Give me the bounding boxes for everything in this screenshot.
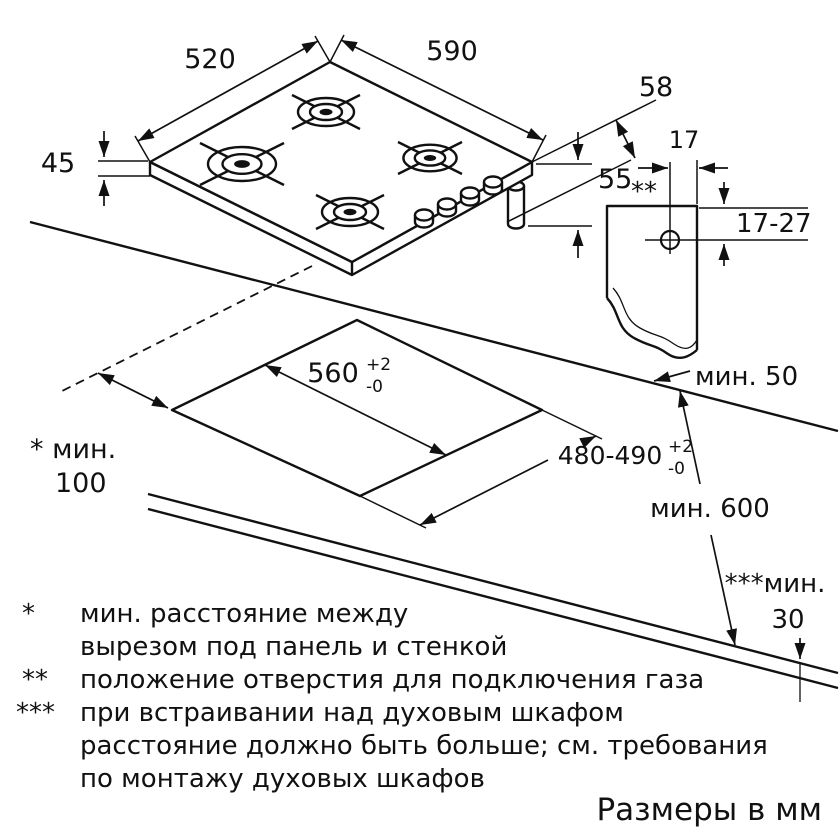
- gas-marker-label: **: [631, 177, 657, 207]
- dim-cutout-width: 560 +2 -0: [264, 355, 447, 456]
- dim-590-label: 590: [426, 36, 478, 67]
- footnote-text: положение отверстия для подключения газа: [80, 665, 704, 695]
- footnote-text: вырезом под панель и стенкой: [80, 632, 507, 662]
- dim-min600-label: мин. 600: [650, 494, 770, 524]
- hob: [148, 60, 534, 277]
- footnote-text: при встраивании над духовым шкафом: [80, 698, 624, 728]
- worktop-cutout: [170, 318, 544, 498]
- gas-bracket: **: [605, 177, 699, 360]
- worktop-thickness-edge: [147, 507, 839, 690]
- caption-dimensions-in-mm: Размеры в мм: [596, 792, 822, 828]
- dim-17-27: 17-27: [645, 182, 812, 266]
- cutout-width-tol-plus: +2: [366, 355, 391, 375]
- burner-cap: [343, 208, 357, 216]
- knob: [482, 175, 504, 189]
- knob: [413, 208, 435, 222]
- dim-45: 45: [41, 131, 150, 206]
- dim-min30: ***мин. 30: [725, 569, 826, 702]
- ext-line: [314, 35, 331, 63]
- footnote-text: по монтажу духовых шкафов: [80, 764, 485, 794]
- bracket-break-line: [606, 297, 698, 360]
- cutout-depth-label: 480-490: [558, 441, 662, 470]
- dim-line: [419, 459, 549, 526]
- burner-front: [315, 193, 385, 231]
- footnote-marker: ***: [16, 698, 55, 728]
- wall-reference-line: [59, 265, 313, 393]
- dim-line: [653, 370, 691, 383]
- gas-pipe-body: [506, 186, 526, 230]
- dim-17-27-label: 17-27: [736, 209, 812, 239]
- dim-min100-label: * мин.: [30, 434, 116, 465]
- ext-line: [329, 34, 345, 63]
- burner-cap: [319, 108, 333, 116]
- dim-line: [677, 390, 701, 485]
- control-knobs: [413, 175, 504, 229]
- ext-line: [531, 99, 657, 163]
- dim-45-label: 45: [41, 148, 75, 179]
- dim-520: 520: [134, 35, 331, 163]
- dim-17-label: 17: [669, 126, 700, 154]
- dim-min30-value: 30: [771, 605, 804, 635]
- dim-min50-label: мин. 50: [695, 362, 798, 392]
- burner-cap: [423, 155, 437, 161]
- worktop-front-edge: [147, 492, 839, 675]
- cutout-width-label: 560: [307, 358, 359, 389]
- footnote-text: расстояние должно быть больше; см. требо…: [80, 731, 768, 761]
- dim-55: 55: [528, 132, 632, 258]
- dim-17: 17: [638, 126, 728, 254]
- dim-line: [97, 372, 169, 409]
- bracket-outline: [605, 204, 699, 350]
- knob: [436, 197, 458, 211]
- dim-min100: * мин. 100: [30, 372, 169, 499]
- ext-line: [541, 409, 603, 440]
- dim-line: [340, 39, 544, 141]
- dim-55-label: 55: [598, 164, 632, 195]
- bracket-break-line: [612, 287, 698, 350]
- dim-line: [579, 435, 597, 449]
- dim-520-label: 520: [184, 44, 236, 75]
- cutout-depth-tol-minus: -0: [668, 459, 685, 479]
- burner-right: [397, 140, 463, 176]
- ext-line: [134, 135, 151, 163]
- worktop: [29, 220, 839, 690]
- dim-line: [137, 40, 319, 142]
- dim-cutout-depth: 480-490 +2 -0: [359, 409, 693, 529]
- ext-line: [359, 495, 427, 529]
- dim-line: [264, 364, 447, 456]
- dim-min50: мин. 50: [653, 362, 798, 392]
- worktop-back-edge: [29, 220, 839, 433]
- gas-pipe: [506, 180, 526, 230]
- burner-cap: [234, 160, 250, 168]
- ext-line: [531, 134, 547, 163]
- cutout-depth-tol-plus: +2: [668, 437, 693, 457]
- dim-590: 590: [329, 34, 547, 163]
- burner-rear: [291, 93, 361, 131]
- footnote-marker: **: [22, 665, 48, 695]
- dim-min100-value: 100: [55, 468, 107, 499]
- footnotes: * мин. расстояние между вырезом под пане…: [16, 599, 768, 794]
- footnote-text: мин. расстояние между: [80, 599, 408, 629]
- dim-58: 58: [506, 72, 673, 223]
- cutout-width-tol-minus: -0: [366, 377, 383, 397]
- footnote-marker: *: [22, 599, 35, 629]
- ext-line: [506, 159, 632, 223]
- dim-min600: мин. 600: [650, 390, 770, 646]
- dim-line: [710, 534, 737, 646]
- knob: [459, 186, 481, 200]
- dim-min30-label: ***мин.: [725, 569, 826, 599]
- dim-58-label: 58: [639, 72, 673, 103]
- dim-line: [615, 119, 636, 159]
- burner-left: [199, 141, 285, 187]
